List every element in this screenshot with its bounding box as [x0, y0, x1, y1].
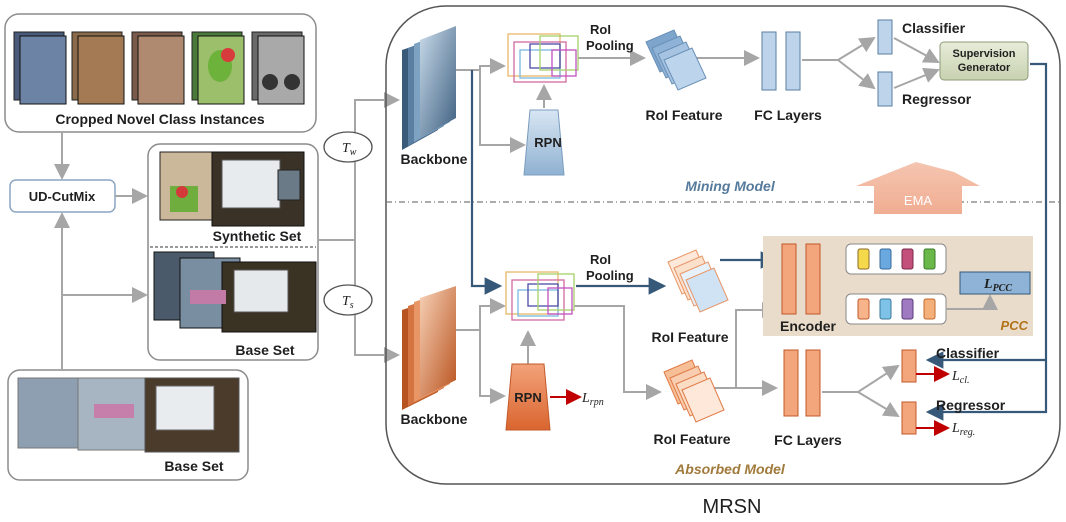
- absorbed-roi-pooling: [505, 271, 575, 321]
- synthetic-thumbnails: [159, 151, 305, 227]
- absorbed-classifier-label: Classifier: [936, 345, 1000, 361]
- absorbed-roi-pooling-label-2: Pooling: [586, 268, 634, 283]
- absorbed-backbone-label: Backbone: [401, 411, 468, 427]
- absorbed-rpn-label: RPN: [514, 390, 541, 405]
- mining-regressor: [877, 71, 893, 107]
- absorbed-rpn: [505, 363, 551, 431]
- base-set-label: Base Set: [235, 342, 294, 358]
- cropped-thumbnails: [13, 31, 305, 105]
- pcc-mining-embeddings: [845, 243, 947, 275]
- mining-regressor-label: Regressor: [902, 91, 972, 107]
- mining-connectors: [456, 36, 940, 153]
- left-connectors: [54, 92, 400, 370]
- base-thumbnails: [153, 251, 317, 333]
- mrsn-title: MRSN: [703, 496, 762, 518]
- encoder-layer-1: [781, 243, 797, 315]
- lcls-label: Lcl.: [951, 369, 970, 386]
- mining-backbone: [402, 26, 456, 150]
- absorbed-fc-2: [805, 349, 821, 417]
- lrpn-label: Lrpn: [581, 391, 604, 408]
- pcc-label: PCC: [1001, 318, 1029, 333]
- tw-transform: [323, 131, 373, 163]
- mining-fc-1: [761, 31, 777, 91]
- supervision-label-2: Generator: [958, 62, 1011, 74]
- absorbed-roi-feature-bottom: [663, 359, 725, 423]
- absorbed-model-label: Absorbed Model: [674, 461, 786, 477]
- udcutmix-label: UD-CutMix: [29, 189, 96, 204]
- encoder-layer-2: [805, 243, 821, 315]
- ts-label: Ts: [342, 294, 354, 311]
- mining-fc-label: FC Layers: [754, 107, 822, 123]
- supervision-label-1: Supervision: [953, 48, 1016, 60]
- cropped-label: Cropped Novel Class Instances: [55, 111, 265, 127]
- synthetic-set-label: Synthetic Set: [213, 228, 302, 244]
- absorbed-roi-pooling-label-1: RoI: [590, 252, 611, 267]
- lpcc-box: [959, 271, 1031, 295]
- mining-roi-pooling-label-2: Pooling: [586, 38, 634, 53]
- absorbed-regressor-label: Regressor: [936, 397, 1006, 413]
- mining-fc-2: [785, 31, 801, 91]
- mining-classifier: [877, 19, 893, 55]
- mining-roi-pooling: [507, 33, 579, 83]
- ts-transform: [323, 284, 373, 316]
- supervision-generator: [939, 41, 1029, 81]
- mining-roi-feature-label: RoI Feature: [645, 107, 722, 123]
- ema-label: EMA: [904, 193, 933, 208]
- mining-backbone-label: Backbone: [401, 151, 468, 167]
- mining-roi-pooling-label-1: RoI: [590, 22, 611, 37]
- encoder-label: Encoder: [780, 318, 837, 334]
- absorbed-fc-1: [783, 349, 799, 417]
- lpcc-label: LPCC: [983, 277, 1012, 294]
- mining-roi-feature: [645, 29, 707, 91]
- lreg-label: Lreg.: [951, 421, 975, 438]
- mining-model-label: Mining Model: [685, 178, 776, 194]
- tw-label: Tw: [342, 141, 357, 158]
- absorbed-backbone: [402, 286, 456, 410]
- ema-arrow: [856, 162, 980, 214]
- absorbed-roi-feature-top-label: RoI Feature: [651, 329, 728, 345]
- absorbed-roi-feature-bottom-label: RoI Feature: [653, 431, 730, 447]
- mining-rpn: [523, 109, 565, 176]
- absorbed-roi-feature-top: [667, 249, 729, 313]
- mining-rpn-label: RPN: [534, 135, 561, 150]
- base-set-bottom-label: Base Set: [164, 458, 223, 474]
- absorbed-classifier: [901, 349, 917, 383]
- mining-classifier-label: Classifier: [902, 20, 966, 36]
- base-set-images: [17, 377, 240, 453]
- mrsn-container: [385, 5, 1061, 485]
- absorbed-regressor: [901, 401, 917, 435]
- absorbed-fc-label: FC Layers: [774, 432, 842, 448]
